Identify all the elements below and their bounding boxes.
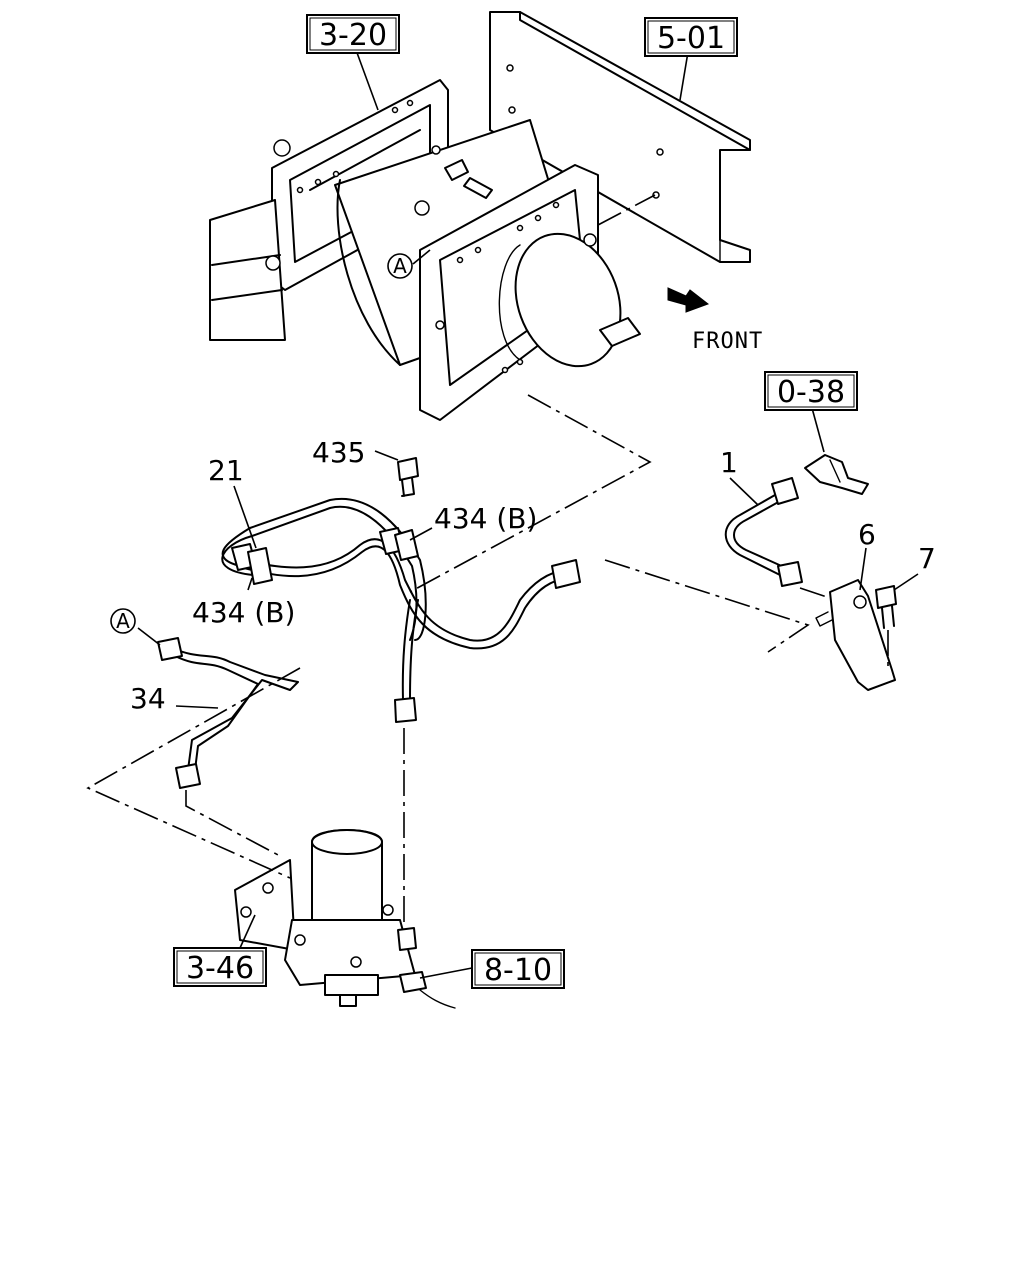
part-label-7: 7 xyxy=(918,542,936,575)
ref-box-3-46: 3-46 xyxy=(173,947,267,987)
part-label-435: 435 xyxy=(312,436,365,469)
frame-rail xyxy=(489,11,751,263)
front-arrow-icon xyxy=(667,287,710,313)
marker-a-pipe: A xyxy=(110,608,136,634)
ref-label-3-46: 3-46 xyxy=(186,951,254,986)
ref-box-0-38: 0-38 xyxy=(764,371,858,411)
clip-434b xyxy=(247,529,419,585)
air-tank-assembly xyxy=(209,79,641,421)
elbow-fitting xyxy=(804,454,869,495)
ref-label-3-20: 3-20 xyxy=(319,18,387,53)
ref-box-3-20: 3-20 xyxy=(306,14,400,54)
ref-label-5-01: 5-01 xyxy=(657,21,725,56)
air-dryer xyxy=(234,829,456,1009)
pipe-34 xyxy=(157,637,299,789)
part-label-34: 34 xyxy=(130,682,166,715)
ref-label-8-10: 8-10 xyxy=(484,953,552,988)
marker-a-tank: A xyxy=(387,253,413,279)
front-label: FRONT xyxy=(692,329,763,354)
part-label-1: 1 xyxy=(720,446,738,479)
marker-a-tank-label: A xyxy=(393,254,407,278)
part-label-21: 21 xyxy=(208,454,244,487)
ref-box-8-10: 8-10 xyxy=(471,949,565,989)
part-label-434b-right: 434 (B) xyxy=(434,502,537,535)
bolt-7 xyxy=(875,585,897,629)
ref-box-5-01: 5-01 xyxy=(644,17,738,57)
bolt-435 xyxy=(397,457,419,497)
part-label-434b-left: 434 (B) xyxy=(192,596,295,629)
connection-lines xyxy=(86,194,889,928)
ref-label-0-38: 0-38 xyxy=(777,375,845,410)
part-label-6: 6 xyxy=(858,518,876,551)
marker-a-pipe-label: A xyxy=(116,609,130,633)
leader-lines xyxy=(137,49,919,979)
pipe-1 xyxy=(724,477,803,587)
